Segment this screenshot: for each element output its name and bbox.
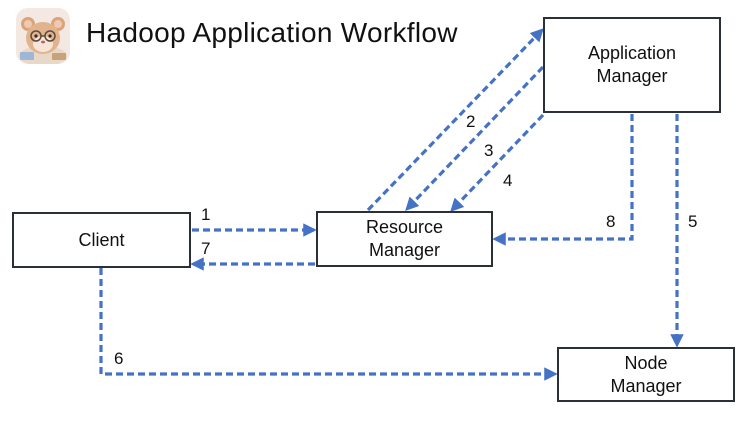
edge-label-5: 5 [688, 212, 698, 231]
edge-label-4: 4 [503, 171, 513, 190]
resource-manager-node: Resource Manager [316, 211, 493, 267]
client-label: Client [78, 229, 125, 250]
application-manager-label-line1: Application [587, 43, 677, 63]
node-manager-node: Node Manager [557, 347, 735, 402]
edge-6-client-to-node-manager [99, 268, 558, 381]
resource-manager-label-line1: Resource [365, 217, 444, 237]
edge-label-3: 3 [484, 141, 494, 160]
edge-label-6: 6 [114, 349, 124, 368]
client-node: Client [12, 212, 191, 268]
hamster-logo-icon [16, 8, 70, 64]
edge-label-2: 2 [466, 112, 476, 131]
application-manager-node: Application Manager [543, 17, 721, 113]
edge-label-8: 8 [606, 212, 616, 231]
node-manager-label-line1: Node [624, 352, 668, 373]
edge-label-1: 1 [201, 205, 211, 224]
edge-label-7: 7 [201, 239, 211, 258]
page-title: Hadoop Application Workflow [86, 17, 458, 48]
resource-manager-label-line2: Manager [368, 240, 441, 260]
edge-2-resource-manager-to-application-manager [366, 28, 544, 212]
application-manager-label-line2: Manager [596, 66, 668, 86]
node-manager-label-line2: Manager [610, 375, 682, 396]
edge-8-application-manager-to-resource-manager [492, 114, 634, 246]
